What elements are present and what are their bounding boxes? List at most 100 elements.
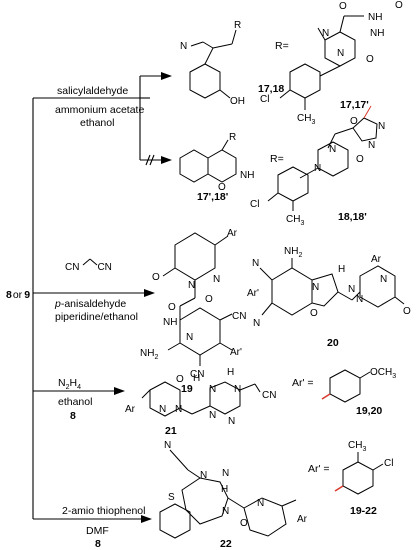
compound-19-atom-ar-prime: Ar' xyxy=(230,347,242,358)
malononitrile-bonds xyxy=(82,258,98,266)
ar-def2-structure xyxy=(334,452,384,495)
ar-def1-ar-eq: Ar' = xyxy=(292,377,314,389)
compound-21-atom-n-tri3: N xyxy=(209,410,216,421)
compound-22-atom-h: H xyxy=(221,484,228,495)
route5-solvent: DMF xyxy=(86,525,109,537)
ar-def1-compounds: 19,20 xyxy=(356,405,382,417)
route1-reagent: salicylaldehyde xyxy=(57,85,128,97)
compound-22-atom-s: S xyxy=(168,492,175,503)
product-17-18-prime-structure xyxy=(179,139,237,183)
product-17-18-atom-oh: OH xyxy=(230,96,245,107)
r-group-1-atom-nh1: NH xyxy=(368,12,382,23)
compound-21-atom-o: O xyxy=(176,374,184,385)
compound-19-atom-o2: O xyxy=(168,302,176,313)
arrowheads xyxy=(114,72,172,523)
compound-22-atom-n1: N xyxy=(200,470,207,481)
ar-def1-structure xyxy=(321,369,371,403)
r-group-2-atom-n-oxa1: N xyxy=(378,121,385,132)
product-17-18-atom-n: N xyxy=(180,41,187,52)
compound-19-label: 19 xyxy=(181,383,193,395)
compound-21-atom-n-tri2: N xyxy=(234,384,241,395)
compound-21-atom-h2: H xyxy=(227,367,234,378)
r-group-2-atom-o-oxa: O xyxy=(350,116,358,127)
compound-20-atom-ar: Ar xyxy=(371,254,382,265)
r-group-2-structure xyxy=(267,105,378,211)
product-17-18-atom-r: R xyxy=(234,20,241,31)
product-17-18-label: 17,18 xyxy=(258,83,284,95)
r-group-1-structure xyxy=(279,15,364,110)
r-group-2-atom-cl: Cl xyxy=(250,199,259,210)
ar-def2-compounds: 19-22 xyxy=(350,505,377,517)
r-group-1-atom-n2: N xyxy=(337,48,344,59)
compound-22-label: 22 xyxy=(220,538,232,550)
compound-20-label: 20 xyxy=(327,337,339,349)
ar-def2-ar-eq: Ar' = xyxy=(308,463,330,475)
compound-19-atom-n2: N xyxy=(213,274,220,285)
compound-19-atom-nh: NH xyxy=(163,317,177,328)
r-group-2-atom-n2: N xyxy=(314,163,321,174)
r-group-1-atom-o-ring: O xyxy=(366,54,374,65)
product-17-18-prime-label: 17',18' xyxy=(197,191,228,203)
compound-21-atom-h1: H xyxy=(193,373,200,384)
compound-19-atom-n1: N xyxy=(188,280,195,291)
compound-20-atom-n-pyr2: N xyxy=(356,294,363,305)
r-group-1-r-eq: R= xyxy=(275,40,289,52)
product-17-18-prime-atom-o: O xyxy=(218,182,226,193)
compound-20-structure xyxy=(259,258,405,316)
route3-solvent: piperidine/ethanol xyxy=(55,311,138,323)
compound-21-structure xyxy=(141,381,261,417)
r-group-2-label: 18,18' xyxy=(338,211,367,223)
compound-19-atom-cn2: CN xyxy=(190,369,204,380)
product-17-18-prime-atom-nh: NH xyxy=(240,170,254,181)
compound-20-atom-o-pyr: O xyxy=(403,306,411,317)
route2-reagent-line1: ammonium acetate xyxy=(55,104,144,116)
compound-20-atom-n-bottom: N xyxy=(253,318,260,329)
compound-19-structure xyxy=(162,232,233,366)
compound-22-atom-o: O xyxy=(240,518,248,529)
compound-21-label: 21 xyxy=(165,425,177,437)
r-group-1-atom-o-amide: O xyxy=(339,1,347,12)
product-17-18-structure xyxy=(189,29,237,99)
r-group-1-atom-ch3: CH3 xyxy=(297,113,315,126)
product-17-18-prime-atom-r: R xyxy=(229,132,236,143)
compound-21-atom-ar: Ar xyxy=(125,404,136,415)
ar-def2-cl: Cl xyxy=(384,458,393,469)
compound-20-atom-o-oxa: O xyxy=(310,308,318,319)
route5-start: 8 xyxy=(95,538,101,550)
r-group-1-atom-nh2: NH xyxy=(370,28,384,39)
r-group-2-atom-o-ring: O xyxy=(356,154,364,165)
compound-22-atom-n-cn: N xyxy=(164,440,171,451)
r-group-2-atom-ch3: CH3 xyxy=(286,214,304,227)
route2-reagent-line2: ethanol xyxy=(80,117,114,129)
r-group-2-atom-n1: N xyxy=(329,144,336,155)
r-group-2-atom-n-oxa2: N xyxy=(368,140,375,151)
ar-def1-och3: OCH3 xyxy=(370,367,396,380)
r-group-1-label: 17,17' xyxy=(340,99,369,111)
compound-20-atom-n-ring: N xyxy=(312,282,319,293)
route3-reagent: p-anisaldehyde xyxy=(54,298,126,310)
compound-22-atom-n4: N xyxy=(257,498,264,509)
compound-20-atom-nh2: NH2 xyxy=(284,246,302,259)
compound-20-atom-n-hydra: N xyxy=(348,284,355,295)
compound-20-atom-n-top: N xyxy=(252,258,259,269)
compound-22-atom-ar: Ar xyxy=(297,514,308,525)
compound-19-atom-nh2: NH2 xyxy=(140,348,158,361)
compound-19-atom-n3: N xyxy=(186,332,193,343)
compound-21-atom-n-tri1: N xyxy=(209,384,216,395)
compound-20-atom-h: H xyxy=(338,264,345,275)
compound-19-atom-o3: O xyxy=(205,294,213,305)
compound-22-structure xyxy=(159,449,297,539)
compound-21-atom-cn: CN xyxy=(262,390,276,401)
compound-19-atom-cn1: CN xyxy=(232,311,246,322)
r-group-1-atom-n1: N xyxy=(322,28,329,39)
compound-22-atom-n2: N xyxy=(222,468,229,479)
route5-reagent: 2-amio thiophenol xyxy=(62,505,145,517)
route4-solvent: ethanol xyxy=(58,396,92,408)
ar-def2-ch3: CH3 xyxy=(348,440,366,453)
compound-22-atom-n3: N xyxy=(222,506,229,517)
compound-19-atom-o1: O xyxy=(152,272,160,283)
r-group-2-r-eq: R= xyxy=(270,153,284,165)
r-group-1-atom-cl: Cl xyxy=(260,94,269,105)
